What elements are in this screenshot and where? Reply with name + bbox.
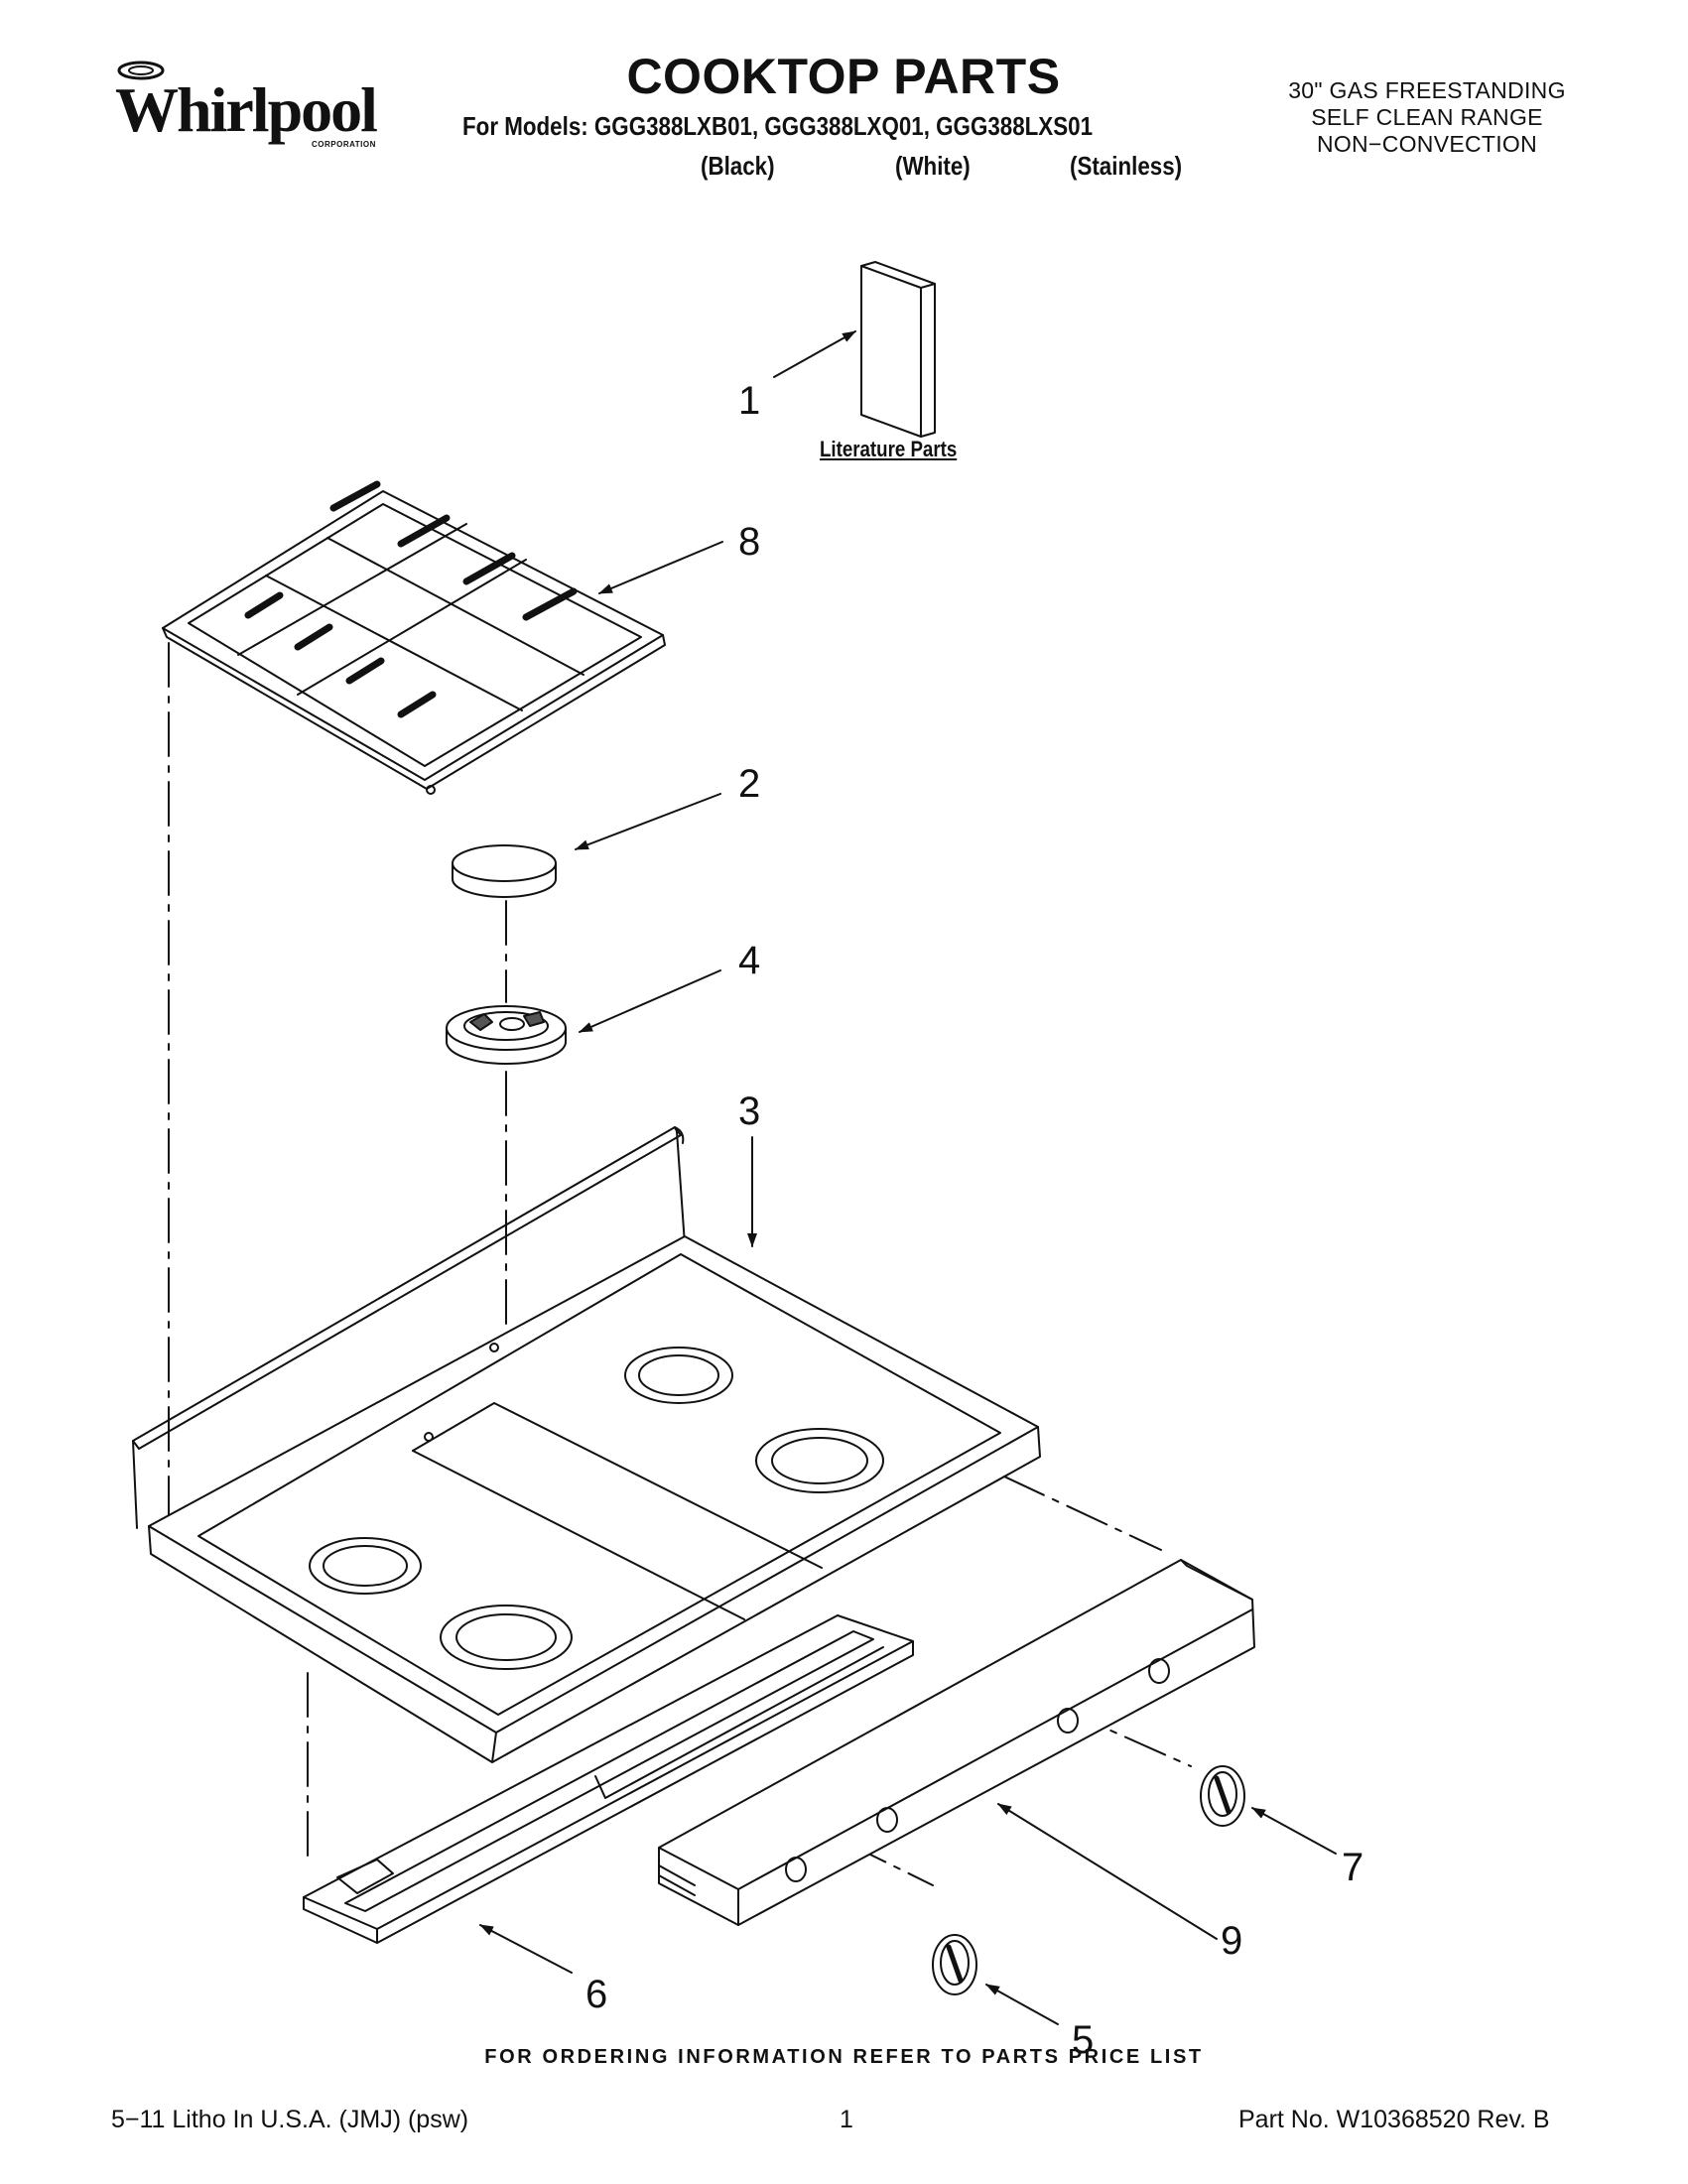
ordering-note: FOR ORDERING INFORMATION REFER TO PARTS … xyxy=(484,2046,1204,2068)
callout-arrows xyxy=(479,330,1337,2025)
literature-parts-booklet xyxy=(860,261,936,438)
callout-arrow-7 xyxy=(1251,1807,1337,1855)
callout-4: 4 xyxy=(738,939,761,982)
litho-info: 5−11 Litho In U.S.A. (JMJ) (psw) xyxy=(111,2106,469,2133)
logo-corporation: CORPORATION xyxy=(312,140,376,149)
page-title: COOKTOP PARTS xyxy=(626,49,1061,104)
part-number: Part No. W10368520 Rev. B xyxy=(1238,2106,1550,2133)
callout-arrow-4 xyxy=(579,969,721,1033)
description-line: NON−CONVECTION xyxy=(1316,131,1538,157)
callout-arrow-8 xyxy=(598,541,723,594)
logo-wordmark: Whirlpool xyxy=(115,74,378,145)
models-line: For Models: GGG388LXB01, GGG388LXQ01, GG… xyxy=(462,111,1094,141)
callout-7: 7 xyxy=(1342,1846,1364,1889)
control-knob-5 xyxy=(932,1934,977,1995)
cooktop-trim-channel xyxy=(303,1614,914,1944)
callout-5: 5 xyxy=(1072,2018,1095,2062)
finish-black: (Black) xyxy=(701,151,775,181)
callout-6: 6 xyxy=(585,1973,608,2016)
burner-base xyxy=(446,1005,567,1065)
burner-grate xyxy=(162,480,666,795)
burner-cap xyxy=(452,844,557,898)
range-description: 30" GAS FREESTANDING SELF CLEAN RANGE NO… xyxy=(1258,77,1596,158)
callout-arrow-6 xyxy=(479,1924,573,1974)
callout-2: 2 xyxy=(738,762,761,806)
finish-white: (White) xyxy=(895,151,971,181)
control-panel xyxy=(658,1559,1255,1926)
callout-arrow-1 xyxy=(773,330,856,378)
callout-8: 8 xyxy=(738,520,761,564)
callout-9: 9 xyxy=(1221,1919,1243,1963)
cooktop xyxy=(132,1126,1041,1763)
callout-arrow-2 xyxy=(575,793,721,850)
description-line: SELF CLEAN RANGE xyxy=(1311,104,1543,130)
control-knob-7 xyxy=(1200,1765,1245,1827)
callout-arrow-5 xyxy=(985,1984,1059,2025)
page-number: 1 xyxy=(840,2106,853,2133)
callout-arrow-9 xyxy=(997,1803,1218,1940)
finish-stainless: (Stainless) xyxy=(1070,151,1183,181)
page-title-block: COOKTOP PARTS xyxy=(456,52,1231,101)
whirlpool-logo: Whirlpool CORPORATION xyxy=(111,55,378,174)
callout-3: 3 xyxy=(738,1090,761,1133)
literature-parts-label: Literature Parts xyxy=(820,437,958,461)
callout-1: 1 xyxy=(738,379,761,423)
logo-swirl-icon xyxy=(117,61,165,80)
description-line: 30" GAS FREESTANDING xyxy=(1288,77,1566,103)
